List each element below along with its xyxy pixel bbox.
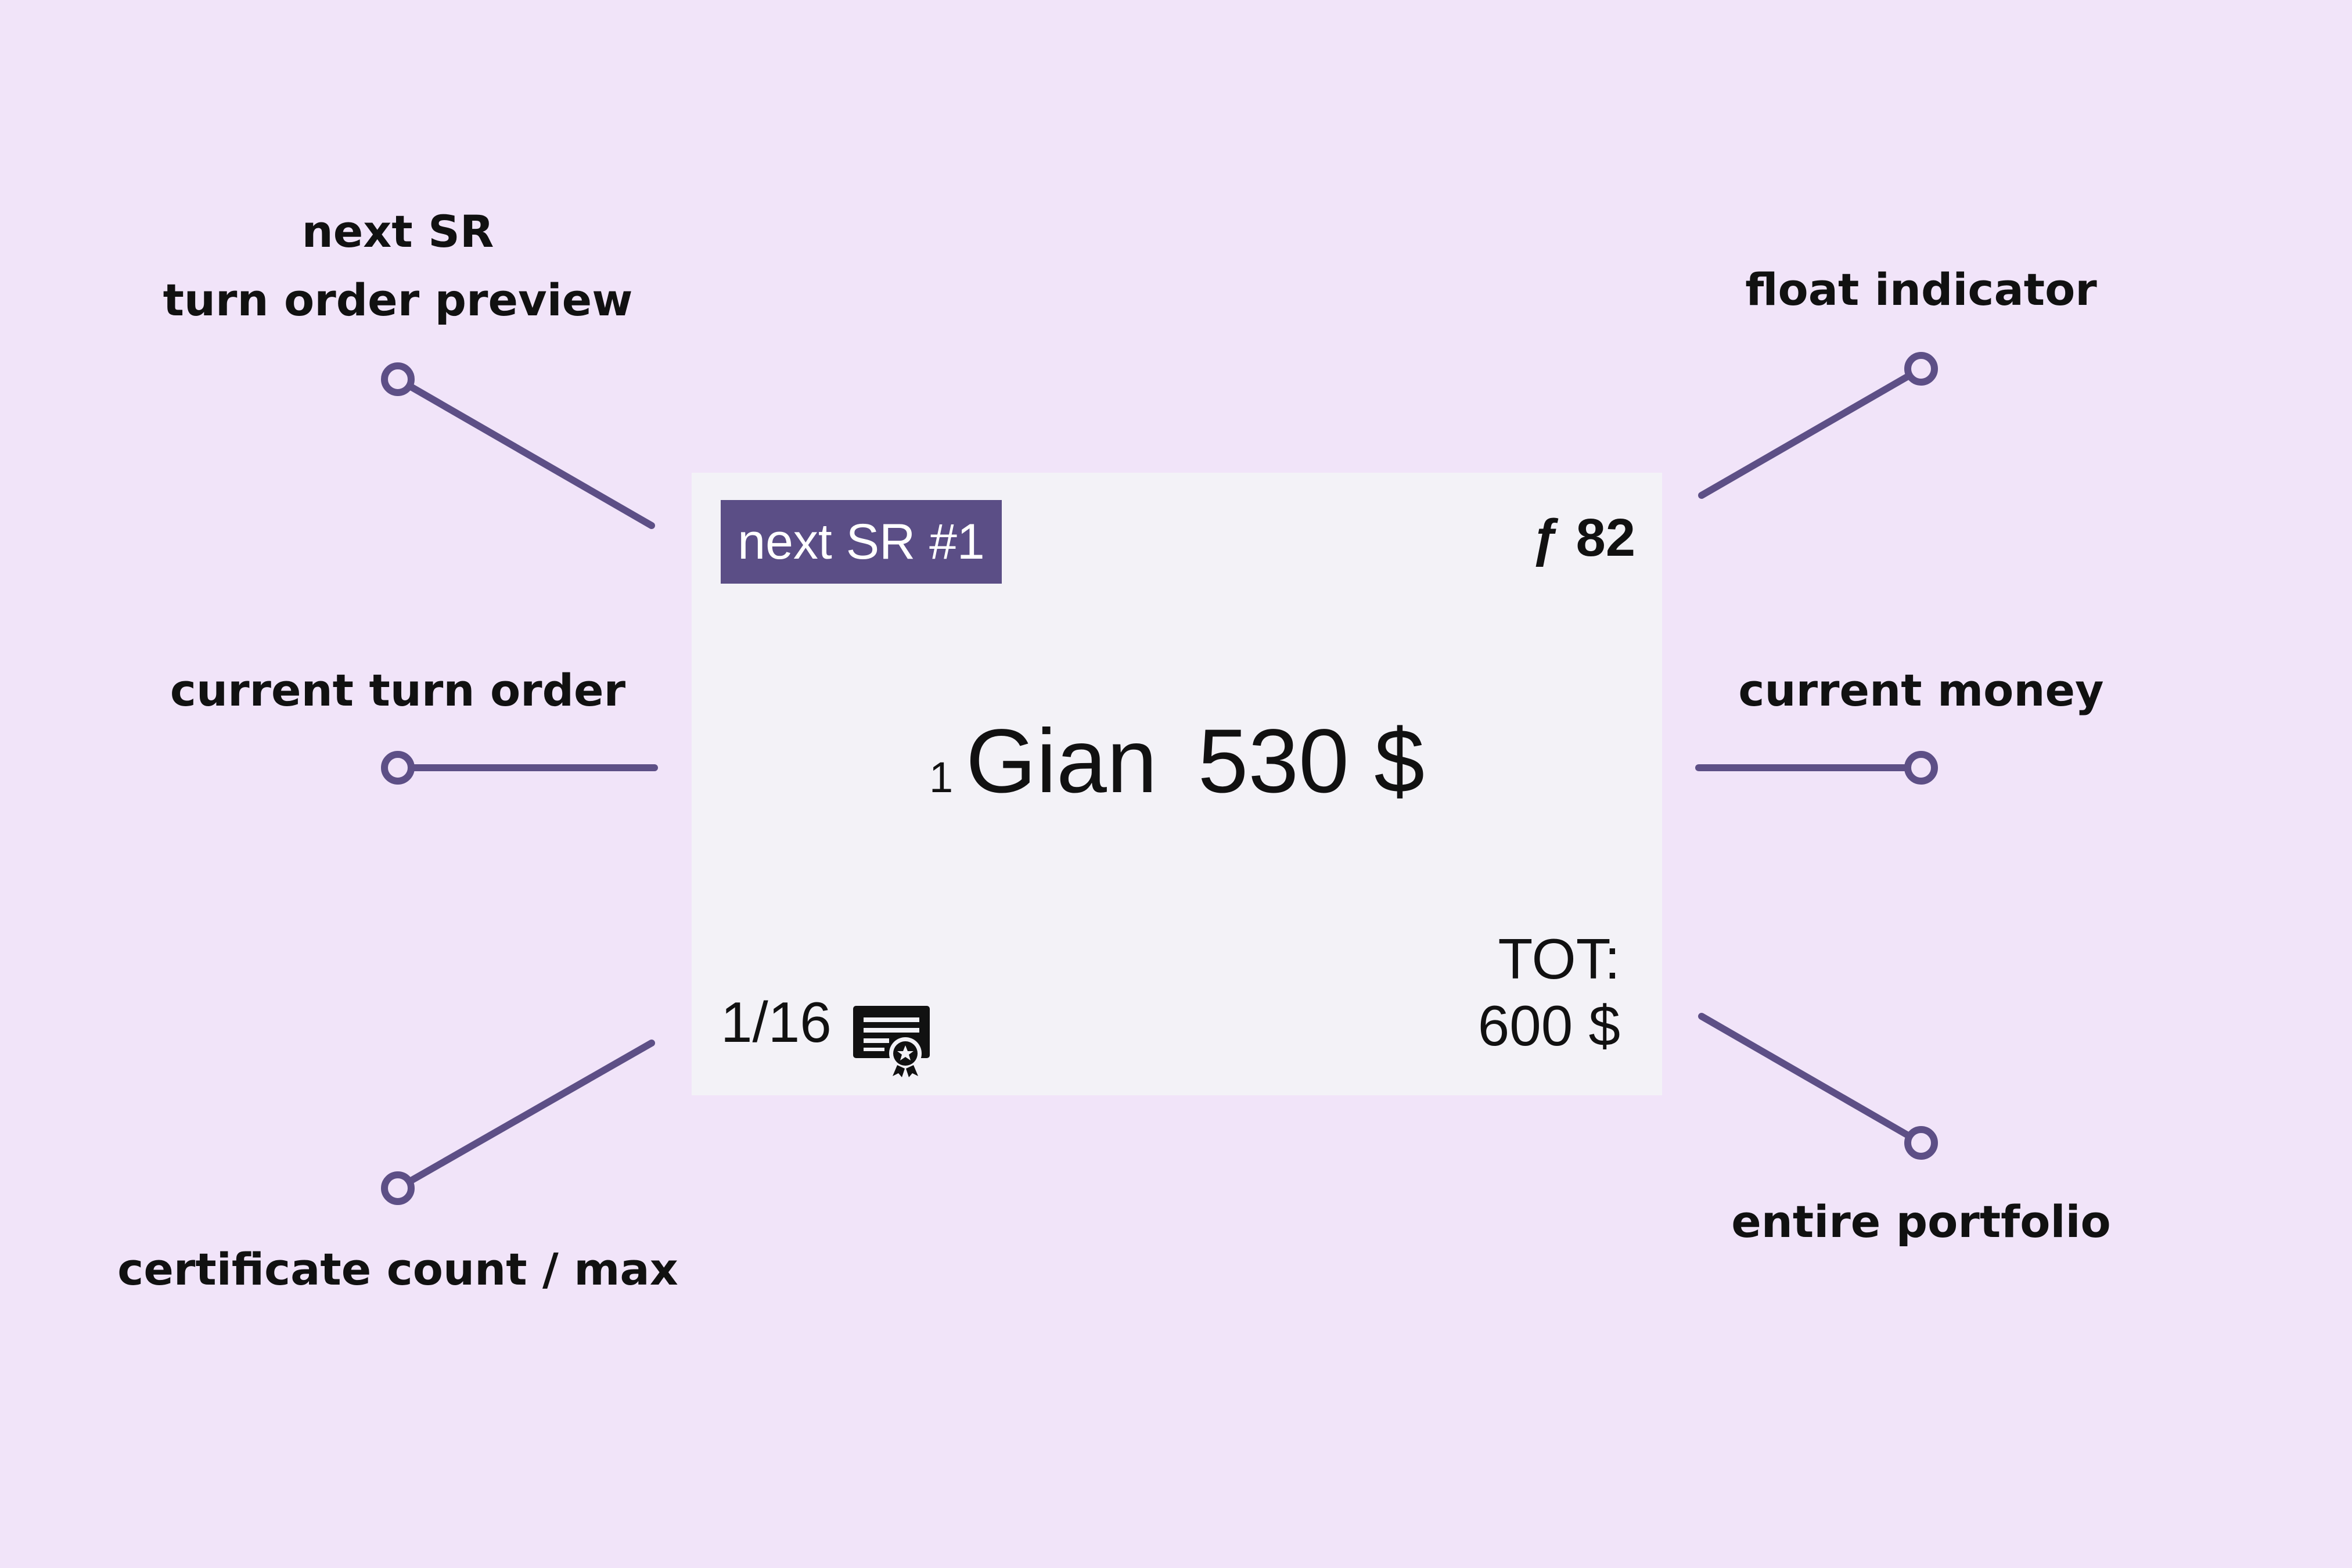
- turn-order: 1: [929, 753, 954, 801]
- connector-certificates: [381, 1040, 655, 1205]
- callout-current-turn-order: current turn order: [170, 664, 626, 716]
- callout-next-sr: next SR turn order preview: [163, 197, 633, 335]
- player-name: Gian: [966, 711, 1157, 812]
- connector-float: [1698, 352, 1938, 499]
- callout-next-sr-line2: turn order preview: [163, 274, 633, 326]
- callout-certificate-count: certificate count / max: [117, 1243, 678, 1295]
- connector-portfolio: [1698, 1013, 1938, 1160]
- current-money: 530 $: [1197, 711, 1425, 812]
- float-indicator: ƒ 82: [1531, 508, 1635, 567]
- callout-current-money: current money: [1738, 664, 2104, 716]
- total-value: 600 $: [1477, 994, 1620, 1058]
- certificate-icon: [853, 1006, 930, 1077]
- total-label: TOT:: [1498, 927, 1620, 991]
- connector-turn-order: [381, 751, 658, 785]
- callout-next-sr-line1: next SR: [301, 206, 494, 257]
- next-sr-badge: next SR #1: [721, 500, 1002, 584]
- connector-next-sr: [381, 362, 655, 529]
- connector-money: [1695, 751, 1938, 785]
- callout-float-indicator: float indicator: [1745, 264, 2097, 315]
- callout-entire-portfolio: entire portfolio: [1731, 1196, 2111, 1247]
- certificate-count: 1/16: [721, 990, 832, 1054]
- portfolio-total: TOT: 600 $: [1478, 926, 1620, 1059]
